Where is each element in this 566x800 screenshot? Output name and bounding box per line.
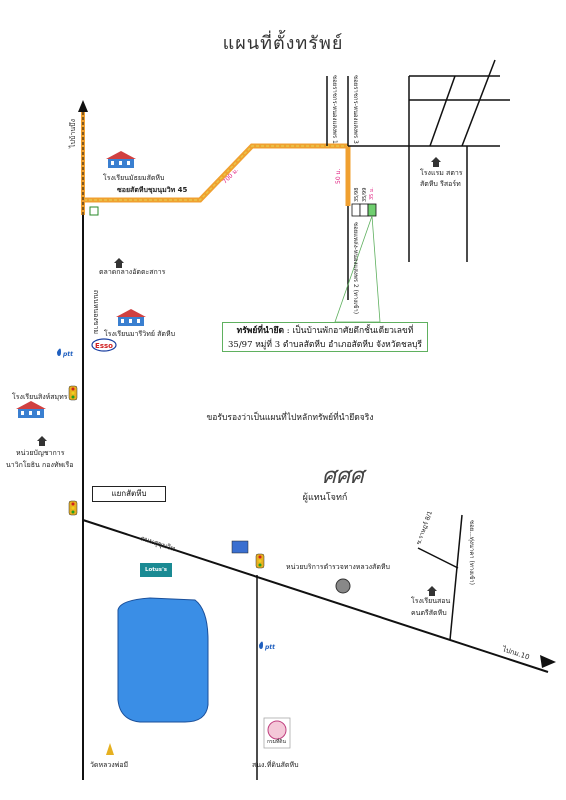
certification-text: ขอรับรองว่าเป็นแผนที่ไปหลักทรัพย์ที่นำยึ… [206,413,374,423]
house-icon-school-lower [427,586,437,596]
temple-icon [106,743,114,755]
label-post-office: สนง.ที่ดินสัตหีบ [252,761,299,769]
callout-label: ทรัพย์ที่นำยึด [236,326,285,336]
lotus-logo: Lotus's [140,563,172,577]
ptt-label-2: ptt [264,644,276,651]
label-market: ตลาดกลางอัตตะสการ [99,268,166,276]
label-school-left: โรงเรียนสิงห์สมุทร [12,393,68,401]
road-lower-right-b [417,547,459,569]
sukhumvit-road [82,519,549,673]
label-navy-unit-2: นาวิกโยธิน กองทัพเรือ [6,461,74,469]
label-temple: วัดหลวงพ่อมี [90,761,129,769]
property-plot [367,203,377,217]
distance-label-3: 35 ม. [369,187,375,200]
house-icon-hotel [431,157,441,167]
label-navy-unit: หน่วยบัญชาการ [16,449,65,457]
junction-label: แยกสัตหีบ [92,486,166,502]
signature: ศศศ [322,464,364,489]
traffic-light-icon-1 [68,385,78,401]
highway-sign-icon [231,540,249,554]
plot-1 [351,203,361,217]
callout-line-1: ทรัพย์ที่นำยึด : เป็นบ้านพักอาศัยตึกชั้น… [223,324,427,338]
north-arrow-head [78,100,88,112]
route-highlight-inner [84,145,348,201]
label-school-lower-2: คนตรีสัตหีบ [411,609,447,617]
road-label-sukhumvit: ถนนสุขุมวิท [139,534,176,553]
road-label-to-bang-bo: ไปบ้านบึง [68,119,77,149]
label-highway-unit: หน่วยบริการตำรวจทางหลวงสัตหีบ [286,563,390,571]
property-callout: ทรัพย์ที่นำยึด : เป็นบ้านพักอาศัยตึกชั้น… [222,322,428,352]
police-emblem-icon [335,578,351,594]
road-label-sai-lower: ซ.ราษฎร์ 8/1 [414,510,434,546]
label-land-office: กรมที่ดิน [267,739,286,745]
callout-line-2: 35/97 หมู่ที่ 3 ตำบลสัตหีบ อำเภอสัตหีบ จ… [228,340,422,350]
label-soi-45: ซอยสัตหีบชุมนุมวิท 45 [117,186,188,194]
school-icon-left [16,401,46,418]
road-label-soi-3: ซอยราชกร-หนองแสงพร 3 [352,75,359,144]
road-label-soi-1: ซอยราชกร-หนองแสงพร 1 [331,75,338,144]
esso-label: Esso [95,342,113,350]
road-diagonal-2 [461,59,496,147]
land-office-emblem-icon [267,720,287,740]
distance-label-2: 50 ม. [335,169,342,184]
callout-line-1-rest: : เป็นบ้านพักอาศัยตึกชั้นเดียวเลขที่ [284,326,414,336]
road-label-sai-right: ซอย...ทุ่งนาคา (ทางเข้า) [468,520,475,585]
traffic-light-icon-2 [68,500,78,516]
ptt-drop-icon-2 [259,641,263,649]
label-hotel-2: สัตหีบ รีสอร์ท [420,180,461,188]
house-icon-navy [37,436,47,446]
house-icon-market [114,258,124,268]
school-icon-top [106,151,136,168]
ptt-drop-icon-1 [57,348,61,356]
road-label-soi-2: ซอยแหล่ง-หนองแสงพร 2 (ทางเข้า) [352,222,359,314]
label-school-lower: โรงเรียนสอน [411,597,451,605]
label-school-mid: โรงเรียนมารีวิทย์ สัตหีบ [104,330,176,338]
plot-number-1: 35/98 [354,188,360,202]
owner-label: ผู้แทนโจทก์ [302,493,348,503]
label-hotel: โรงแรม สตาร [420,169,463,177]
plot-2 [359,203,369,217]
traffic-light-icon-3 [255,553,265,569]
road-diagonal-1 [429,75,456,147]
road-label-nong-kham: ถนนหนองขาม [92,290,100,334]
label-school-top: โรงเรียนมัธยมสัตหีบ [103,174,165,182]
map-title: แผนที่ตั้งทรัพย์ [222,33,344,54]
school-icon-mid [116,309,146,326]
east-arrow-head [540,655,556,668]
ptt-label-1: ptt [62,351,74,358]
plot-number-2: 35/99 [362,188,368,202]
esso-logo-icon [91,338,117,352]
pond [117,597,209,723]
road-lower-right-a [449,514,463,641]
sign-icon [89,206,99,216]
